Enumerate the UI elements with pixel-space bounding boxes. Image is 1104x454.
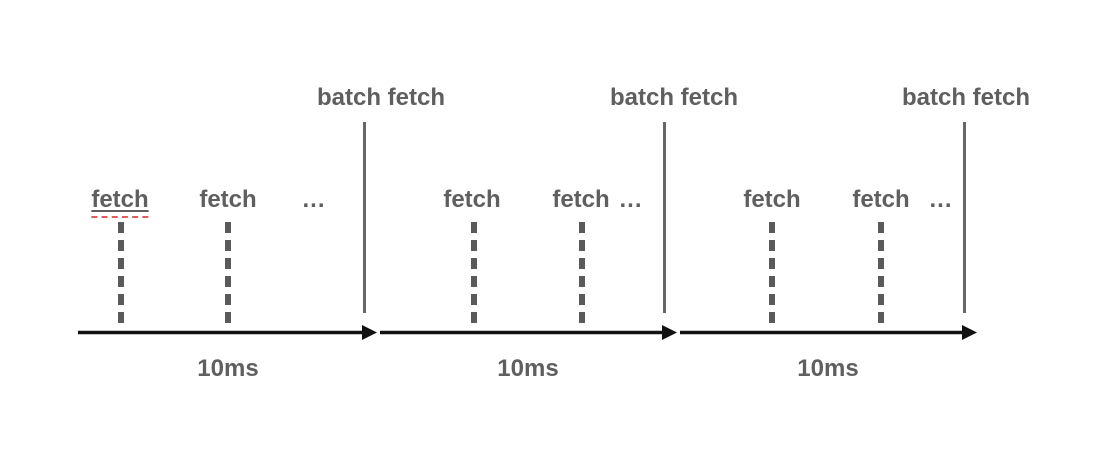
fetch-label-underlined: fetch	[91, 186, 149, 218]
fetch-dashed-line	[225, 222, 231, 323]
fetch-dashed-line	[118, 222, 124, 323]
fetch-label: fetch	[552, 186, 610, 213]
fetch-label: fetch	[852, 186, 910, 213]
batch-fetch-label: batch fetch	[609, 84, 739, 111]
fetch-dashed-line	[579, 222, 585, 323]
arrowhead-icon	[662, 325, 677, 340]
fetch-dashed-line	[878, 222, 884, 323]
arrowhead-icon	[362, 325, 377, 340]
duration-label: 10ms	[497, 355, 559, 382]
batch-boundary-line	[363, 122, 366, 313]
batch-fetch-label: batch fetch	[316, 84, 446, 111]
fetch-label: fetch	[743, 186, 801, 213]
fetch-dashed-line	[471, 222, 477, 323]
ellipsis-label: ...	[619, 186, 643, 213]
fetch-label: fetch	[443, 186, 501, 213]
fetch-dashed-line	[769, 222, 775, 323]
ellipsis-label: ...	[302, 186, 326, 213]
arrowhead-icon	[962, 325, 977, 340]
batch-boundary-line	[963, 122, 966, 313]
ellipsis-label: ...	[929, 186, 953, 213]
duration-label: 10ms	[797, 355, 859, 382]
duration-label: 10ms	[197, 355, 259, 382]
fetch-text: fetch	[91, 186, 149, 213]
batch-fetch-label: batch fetch	[901, 84, 1031, 111]
fetch-label: fetch	[199, 186, 257, 213]
batch-boundary-line	[663, 122, 666, 313]
